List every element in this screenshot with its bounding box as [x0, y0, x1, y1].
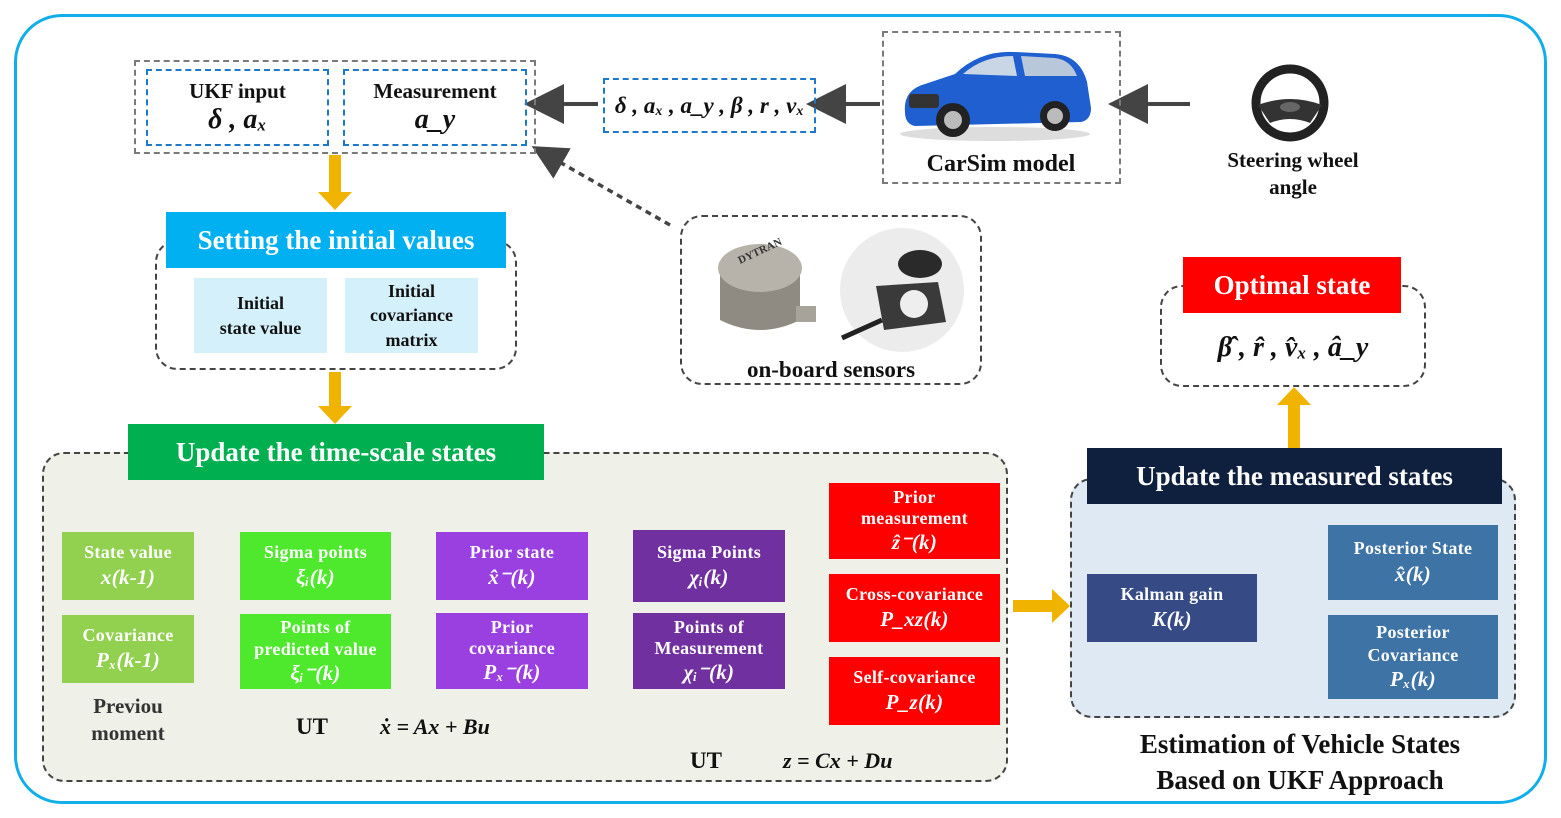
initial-cov-line1: Initial [387, 281, 435, 302]
initial-cov-line2: covariance [370, 305, 453, 326]
arrow-measured-to-optimal [1277, 387, 1311, 449]
cross-covariance-box: Cross-covariance P_xz(k) [829, 574, 1000, 642]
steering-label: Steering wheel angle [1200, 145, 1386, 203]
ut2-equation: z = Cx + Du [783, 748, 893, 773]
arrow-ukf-to-initial [318, 155, 352, 210]
sensors-label: on-board sensors [746, 357, 916, 382]
state-value-box: State value x(k-1) [62, 532, 194, 600]
meas-points-label2: Measurement [654, 638, 764, 659]
predicted-points-label: Points of [280, 617, 351, 638]
state-value-label: State value [84, 541, 172, 562]
ukf-input-box: UKF input δ , aₓ [146, 69, 329, 146]
signals-math: δ , aₓ , a_y , β , r , vₓ [614, 92, 805, 118]
arrow-time-to-measured [1013, 589, 1070, 623]
ut1-label: UT [296, 714, 328, 739]
measurement-math: a_y [414, 104, 456, 135]
initial-values-banner: Setting the initial values [166, 212, 506, 268]
car-icon [900, 51, 1091, 141]
self-covariance-label: Self-covariance [853, 666, 976, 687]
initial-state-box: Initial state value [194, 278, 327, 353]
previous-moment-line1: Previou [93, 693, 163, 718]
meas-points-label: Points of [673, 616, 745, 637]
sigma-points-math: ξᵢ(k) [296, 565, 335, 590]
prior-measurement-label: Prior [893, 486, 936, 507]
prior-measurement-box: Prior measurement ẑ⁻(k) [829, 483, 1000, 559]
initial-covariance-box: Initial covariance matrix [345, 278, 478, 353]
optimal-state-math: β̂ , r̂ , v̂ₓ , â_y [1217, 332, 1369, 363]
carsim-label: CarSim model [926, 150, 1076, 177]
posterior-cov-label: Posterior [1376, 622, 1450, 643]
posterior-cov-label2: Covariance [1367, 644, 1459, 665]
prior-measurement-label2: measurement [861, 508, 968, 529]
arrow-initial-to-time-update [318, 372, 352, 424]
cross-covariance-math: P_xz(k) [880, 607, 949, 632]
diagram-caption: Estimation of Vehicle States Based on UK… [1080, 726, 1520, 799]
ukf-input-label: UKF input [189, 79, 286, 103]
caption-line2: Based on UKF Approach [1156, 765, 1444, 796]
initial-state-line2: state value [219, 317, 302, 338]
measurement-update-banner: Update the measured states [1087, 448, 1502, 504]
sigma-points-meas-box: Sigma Points χᵢ(k) [633, 530, 785, 602]
self-covariance-math: P_z(k) [885, 690, 944, 715]
initial-cov-line3: matrix [385, 329, 438, 350]
prior-covariance-label2: covariance [469, 638, 555, 659]
prior-state-math: x̂⁻(k) [488, 565, 536, 590]
posterior-state-box: Posterior State x̂(k) [1328, 525, 1498, 600]
sigma-points-meas-label: Sigma Points [656, 541, 762, 562]
kalman-gain-label: Kalman gain [1120, 583, 1224, 604]
kalman-gain-box: Kalman gain K(k) [1087, 574, 1257, 642]
carsim-box [882, 31, 1121, 184]
prior-covariance-math: Pₓ⁻(k) [483, 660, 541, 684]
predicted-points-label2: predicted value [254, 638, 377, 659]
sensors-box [680, 215, 982, 385]
kalman-gain-math: K(k) [1152, 607, 1192, 632]
covariance-math: Pₓ(k-1) [95, 648, 161, 673]
ut1-equation: ẋ = Ax + Bu [380, 714, 490, 739]
meas-points-box: Points of Measurement χᵢ⁻(k) [633, 613, 785, 689]
ut2-label: UT [690, 748, 722, 773]
outer-frame [14, 14, 1547, 804]
covariance-label: Covariance [82, 624, 174, 645]
posterior-state-math: x̂(k) [1394, 561, 1432, 586]
accelerometer-icon: DYTRAN [718, 236, 816, 330]
cross-covariance-label: Cross-covariance [845, 583, 984, 604]
signals-box: δ , aₓ , a_y , β , r , vₓ [603, 78, 816, 133]
gyro-sensor-icon [840, 228, 964, 352]
previous-moment-label: Previou moment [62, 692, 194, 748]
posterior-cov-math: Pₓ(k) [1390, 667, 1436, 692]
optimal-state-banner: Optimal state [1183, 257, 1401, 313]
steering-wheel-icon [1251, 64, 1329, 142]
predicted-points-box: Points of predicted value ξᵢ⁻(k) [240, 614, 391, 689]
sigma-points-meas-math: χᵢ(k) [689, 565, 729, 590]
covariance-box: Covariance Pₓ(k-1) [62, 615, 194, 683]
posterior-state-label: Posterior State [1353, 538, 1473, 559]
caption-line1: Estimation of Vehicle States [1139, 729, 1461, 759]
sigma-points-label: Sigma points [263, 541, 368, 562]
steering-label-line2: angle [1269, 175, 1317, 199]
prior-state-box: Prior state x̂⁻(k) [436, 532, 588, 600]
measurement-box: Measurement a_y [343, 69, 527, 146]
meas-points-math: χᵢ⁻(k) [683, 660, 735, 684]
prior-covariance-box: Prior covariance Pₓ⁻(k) [436, 613, 588, 689]
arrow-sensors-to-measurement [531, 146, 671, 227]
ukf-input-group [134, 60, 536, 154]
state-value-math: x(k-1) [100, 565, 156, 590]
sigma-points-box: Sigma points ξᵢ(k) [240, 532, 391, 600]
steering-label-line1: Steering wheel [1227, 147, 1359, 172]
ukf-input-math: δ , aₓ [208, 104, 267, 135]
prior-state-label: Prior state [469, 541, 555, 562]
initial-state-line1: Initial [236, 293, 284, 314]
previous-moment-line2: moment [91, 721, 165, 745]
prior-measurement-math: ẑ⁻(k) [891, 530, 938, 554]
self-covariance-box: Self-covariance P_z(k) [829, 657, 1000, 725]
prior-covariance-label: Prior [490, 616, 534, 637]
measurement-label: Measurement [373, 79, 497, 103]
posterior-covariance-box: Posterior Covariance Pₓ(k) [1328, 615, 1498, 699]
predicted-points-math: ξᵢ⁻(k) [290, 660, 341, 685]
time-update-banner: Update the time-scale states [128, 424, 544, 480]
